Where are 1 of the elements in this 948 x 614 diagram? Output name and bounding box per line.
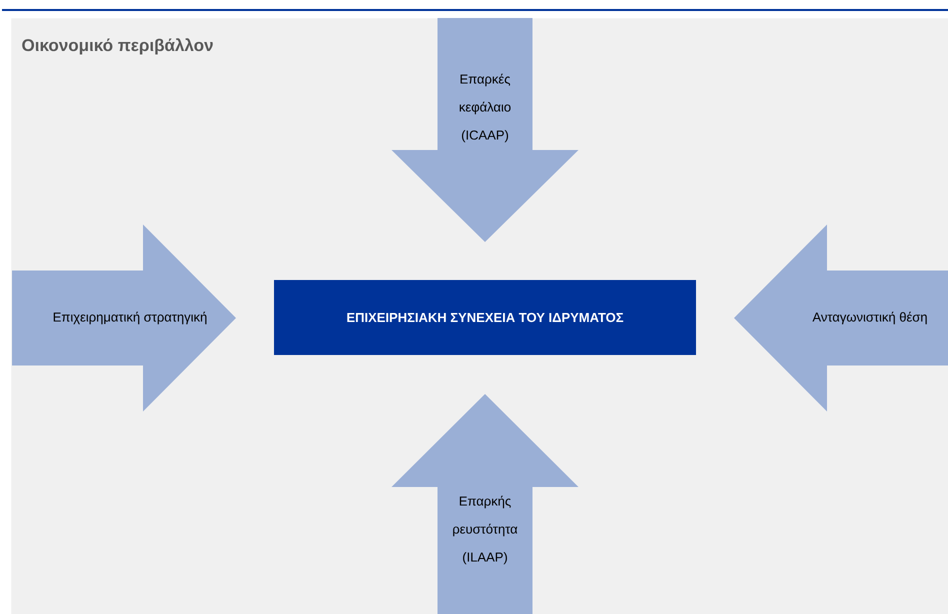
center-box: ΕΠΙΧΕΙΡΗΣΙΑΚΗ ΣΥΝΕΧΕΙΑ ΤΟΥ ΙΔΡΥΜΑΤΟΣ xyxy=(274,280,696,355)
